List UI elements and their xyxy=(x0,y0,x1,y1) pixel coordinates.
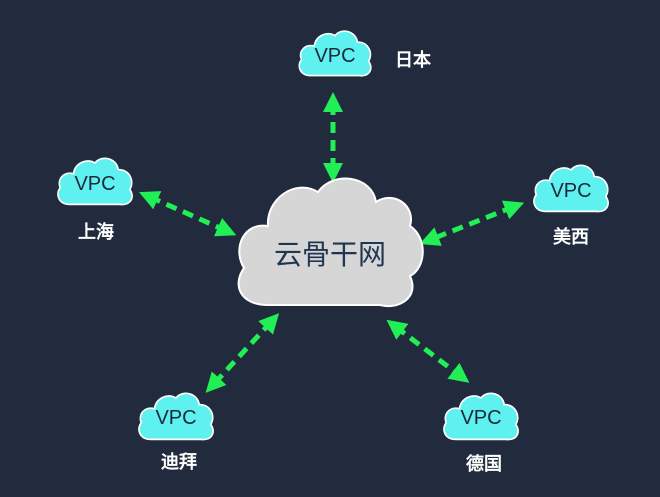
vpc-node-japan: VPC 日本 xyxy=(298,30,431,77)
region-label: 德国 xyxy=(466,453,502,475)
link-germany xyxy=(386,319,470,383)
vpc-node-shanghai: VPC 上海 xyxy=(57,157,134,243)
region-label: 美西 xyxy=(553,226,589,248)
core-cloud: 云骨干网 xyxy=(237,177,424,308)
region-label: 上海 xyxy=(78,221,114,243)
links xyxy=(139,92,525,393)
vpc-label: VPC xyxy=(155,407,196,429)
core-label: 云骨干网 xyxy=(274,238,386,271)
region-label: 迪拜 xyxy=(161,451,197,473)
link-dubai xyxy=(205,313,280,393)
link-shanghai xyxy=(139,191,237,237)
link-us-west xyxy=(419,200,525,246)
vpc-label: VPC xyxy=(314,45,355,67)
cloud-icon xyxy=(237,177,424,308)
vpc-node-us-west: VPC 美西 xyxy=(533,164,610,248)
vpc-label: VPC xyxy=(460,407,501,429)
vpc-label: VPC xyxy=(550,180,591,202)
vpc-label: VPC xyxy=(74,173,115,195)
vpc-node-dubai: VPC 迪拜 xyxy=(138,392,215,473)
vpc-node-germany: VPC 德国 xyxy=(443,392,520,475)
region-label: 日本 xyxy=(395,49,431,71)
